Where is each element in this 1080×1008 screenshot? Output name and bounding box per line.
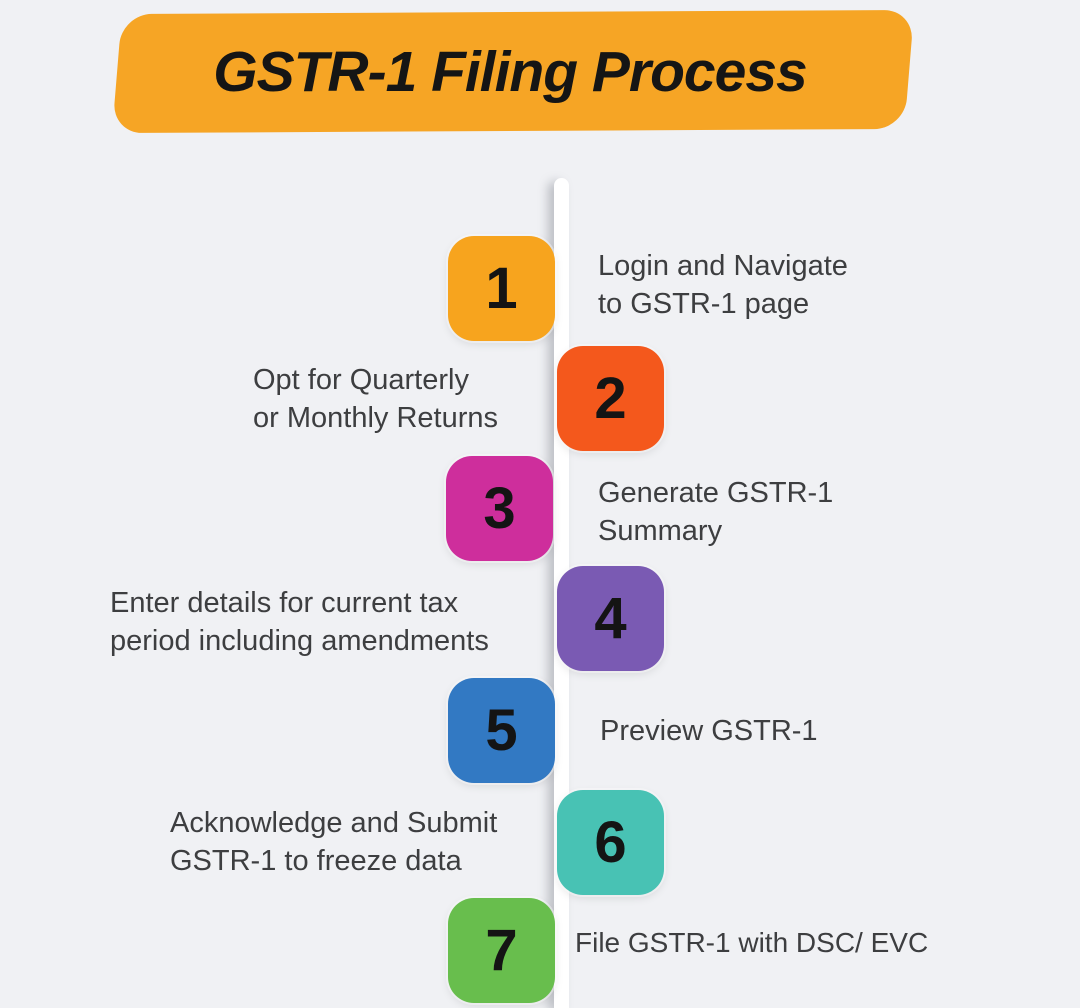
step-5-label: Preview GSTR-1 xyxy=(600,715,818,747)
step-1-number: 1 xyxy=(485,255,518,321)
step-3-number: 3 xyxy=(483,475,516,541)
step-6-number: 6 xyxy=(594,809,627,875)
step-3-label: Generate GSTR-1 Summary xyxy=(598,477,834,547)
step-2-number: 2 xyxy=(594,365,627,431)
step-5-box: 5 xyxy=(448,678,555,783)
step-1-label: Login and Navigate to GSTR-1 page xyxy=(598,250,848,320)
page-title: GSTR-1 Filing Process xyxy=(213,39,807,104)
step-4-box: 4 xyxy=(557,566,664,671)
step-3-box: 3 xyxy=(446,456,553,561)
step-7-number: 7 xyxy=(485,917,518,983)
step-1-box: 1 xyxy=(448,236,555,341)
step-7-label: File GSTR-1 with DSC/ EVC xyxy=(575,927,929,958)
step-4-number: 4 xyxy=(594,585,627,651)
step-6-box: 6 xyxy=(557,790,664,895)
step-5-number: 5 xyxy=(485,697,518,763)
step-2-box: 2 xyxy=(557,346,664,451)
step-6-label: Acknowledge and Submit GSTR-1 to freeze … xyxy=(170,807,498,877)
step-4-label: Enter details for current tax period inc… xyxy=(110,587,489,657)
step-2-label: Opt for Quarterly or Monthly Returns xyxy=(253,364,498,434)
step-7-box: 7 xyxy=(448,898,555,1003)
